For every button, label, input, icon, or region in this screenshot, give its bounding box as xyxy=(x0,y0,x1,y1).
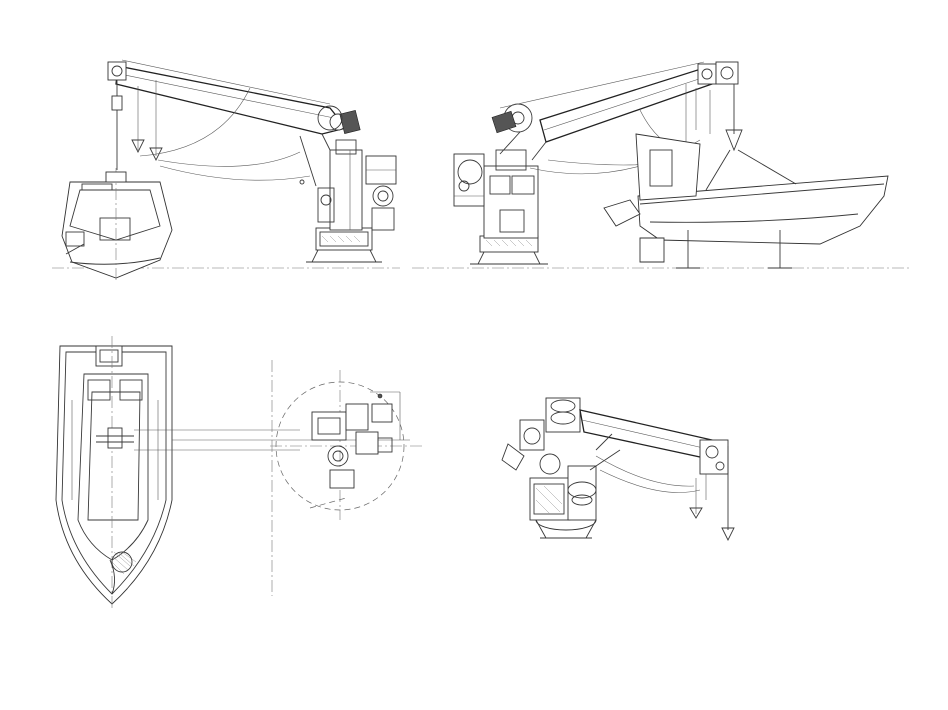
boat-plan-outline xyxy=(55,336,173,610)
slewing-circle-plan xyxy=(270,370,424,520)
iso-slack-rope xyxy=(595,455,701,493)
crane-pedestal-right xyxy=(470,235,548,265)
crane-column-left xyxy=(317,139,397,231)
iso-boom-head xyxy=(689,439,735,542)
crane-column-right xyxy=(453,149,539,239)
iso-boom xyxy=(579,409,715,471)
boom-head-left xyxy=(107,61,163,170)
crane-top-view xyxy=(311,391,401,489)
boat-profile xyxy=(603,133,889,269)
crane-boom-left xyxy=(115,59,361,187)
crane-pedestal-left xyxy=(306,227,382,263)
slack-ropes-left xyxy=(139,87,311,181)
iso-column xyxy=(501,397,597,521)
boat-bow-view xyxy=(61,168,173,282)
